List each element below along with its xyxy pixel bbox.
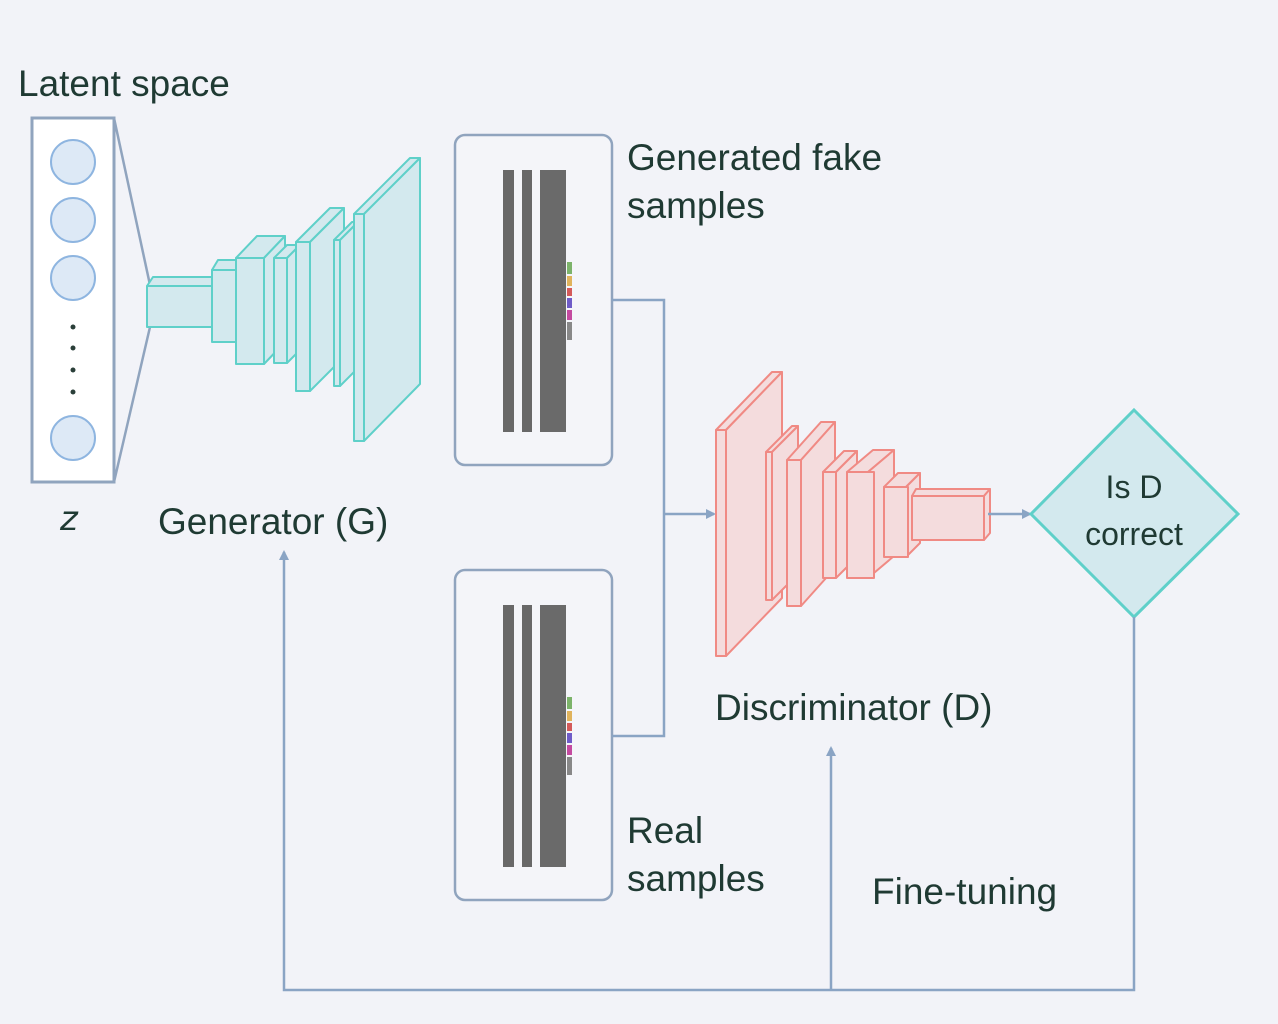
latent-node-icon <box>50 415 96 461</box>
ellipsis-dot <box>70 367 76 373</box>
decision-label-line2: correct <box>1085 516 1183 552</box>
generated-samples-panel <box>453 133 614 467</box>
ellipsis-dot <box>70 345 76 351</box>
spectrogram-strip-icon <box>503 170 572 432</box>
latent-vector <box>30 116 152 484</box>
feedback-loop <box>279 550 1136 992</box>
latent-node-icon <box>50 139 96 185</box>
projection-line <box>112 326 152 483</box>
real-samples-label-line2: samples <box>627 858 765 899</box>
spectrogram-strip-icon <box>503 605 572 867</box>
real-samples-panel <box>453 568 614 902</box>
real-samples-label-line1: Real <box>627 810 704 851</box>
latent-node-icon <box>50 255 96 301</box>
ellipsis-dot <box>70 389 76 395</box>
generated-samples-label-line1: Generated fake <box>627 137 883 178</box>
generator-network <box>146 157 421 442</box>
fine-tuning-label: Fine-tuning <box>872 871 1058 912</box>
discriminator-label: Discriminator (D) <box>715 687 993 728</box>
latent-space-label: Latent space <box>18 63 230 104</box>
decision-label-line1: Is D <box>1105 469 1163 505</box>
generator-label: Generator (G) <box>158 501 389 542</box>
ellipsis-dot <box>70 324 76 330</box>
sample-connectors <box>612 298 716 738</box>
projection-line <box>112 117 152 286</box>
z-label: z <box>60 499 78 539</box>
discriminator-network <box>715 371 991 657</box>
generated-samples-label-line2: samples <box>627 185 765 226</box>
latent-node-icon <box>50 197 96 243</box>
